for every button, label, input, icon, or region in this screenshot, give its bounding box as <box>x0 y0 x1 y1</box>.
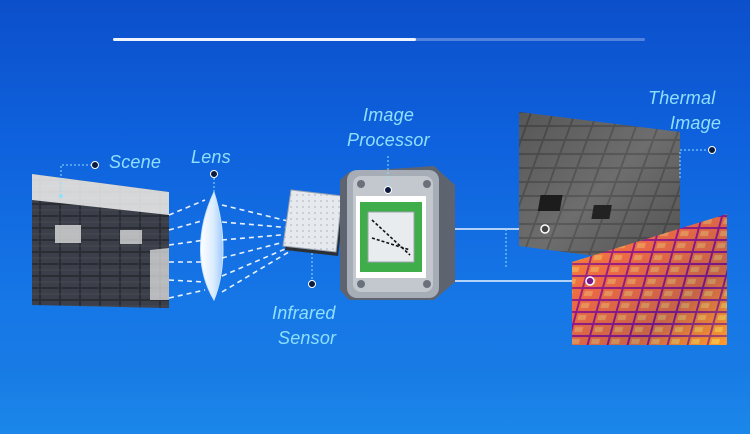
thermal-image <box>572 214 727 345</box>
label-image-processor-line1: Image <box>363 105 415 125</box>
sensor-leader-line <box>308 253 316 288</box>
scene-image <box>32 174 169 308</box>
processor-leader-line <box>384 156 392 194</box>
lens-leader-line <box>210 170 218 192</box>
grayscale-image <box>519 112 680 267</box>
video-progress-bar[interactable] <box>113 38 645 41</box>
image-processor-icon <box>340 166 455 300</box>
lens-icon <box>200 190 224 302</box>
bottom-band <box>0 370 750 434</box>
rays-scene-to-lens <box>168 199 206 299</box>
video-progress-fill <box>113 38 416 41</box>
infrared-sensor-icon <box>282 189 345 256</box>
rays-lens-to-sensor <box>221 204 293 293</box>
thermal-leader-line <box>679 146 716 178</box>
label-infrared-sensor-line1: Infrared <box>272 303 336 323</box>
scene-leader-line <box>59 161 99 198</box>
label-thermal-image-line2: Image <box>670 113 722 133</box>
label-lens: Lens <box>191 147 231 167</box>
label-thermal-image-line1: Thermal <box>648 88 716 108</box>
label-scene: Scene <box>109 152 162 172</box>
label-image-processor-line2: Processor <box>347 130 430 150</box>
label-infrared-sensor-line2: Sensor <box>278 328 337 348</box>
